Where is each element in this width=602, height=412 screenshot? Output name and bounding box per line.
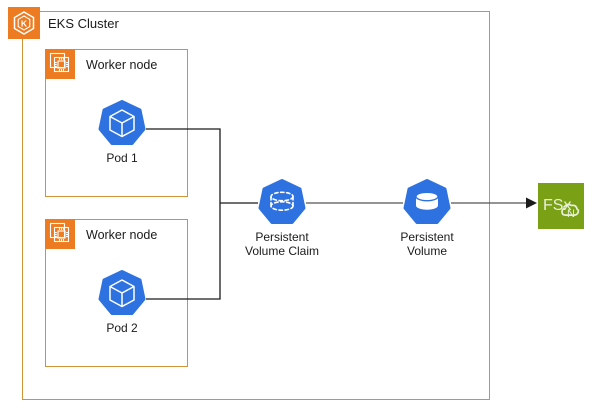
persistent-volume-label: Persistent Volume (400, 230, 454, 258)
kubernetes-pod-icon (98, 99, 146, 147)
amazon-fsx-netapp-ontap-icon: FSx N (538, 183, 584, 229)
worker-node-1-label: Worker node (86, 58, 158, 72)
kubernetes-pvc-icon (258, 178, 306, 226)
worker-node-icon (45, 219, 75, 249)
svg-text:K: K (21, 18, 28, 28)
kubernetes-pv-icon (403, 178, 451, 226)
eks-cluster-icon: K (8, 7, 40, 39)
kubernetes-pod-icon (98, 269, 146, 317)
arrowhead-to-fsx (526, 197, 537, 209)
worker-node-icon (45, 49, 75, 79)
pod-1-label: Pod 1 (106, 151, 138, 165)
fsx-netapp-n: N (567, 208, 575, 220)
eks-cluster-label: EKS Cluster (48, 16, 119, 31)
worker-node-2-label: Worker node (86, 228, 158, 242)
fsx-wordmark: FSx (543, 197, 571, 214)
eks-cluster-boundary (22, 11, 490, 400)
pod-2-label: Pod 2 (106, 321, 138, 335)
worker-node-1-boundary (45, 49, 188, 197)
persistent-volume-claim-label: Persistent Volume Claim (244, 230, 320, 258)
